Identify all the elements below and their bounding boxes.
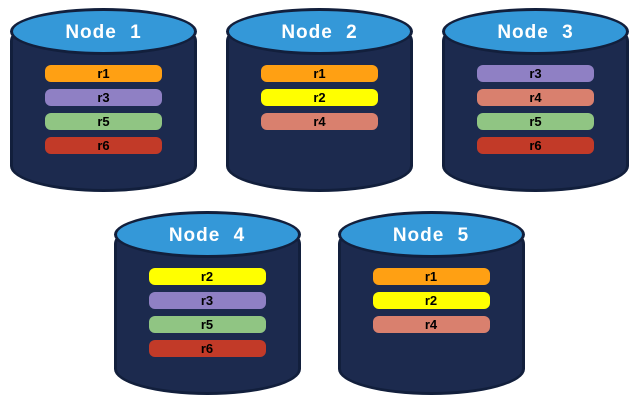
replica-list: r1 r3 r5 r6 (10, 65, 197, 154)
cylinder-body (337, 234, 525, 395)
cylinder-body (226, 31, 413, 192)
replica-list: r1 r2 r4 (226, 65, 413, 130)
replica-bar-r3: r3 (148, 292, 266, 309)
replica-bar-r6: r6 (148, 340, 266, 357)
node-title: Node 1 (65, 21, 142, 43)
cylinder-top-ellipse: Node 1 (10, 8, 197, 55)
node-title: Node 3 (497, 21, 574, 43)
replica-bar-r4: r4 (372, 316, 490, 333)
node-row-top: Node 1 r1 r3 r5 r6 Node 2 r1 r2 r4 Node 3 r3 r4 r5 r6 (0, 0, 638, 192)
replica-bar-r1: r1 (45, 65, 162, 82)
replica-bar-r5: r5 (45, 113, 162, 130)
replica-list: r1 r2 r4 (338, 268, 525, 333)
node-title: Node 2 (281, 21, 358, 43)
replica-bar-r3: r3 (45, 89, 162, 106)
replica-bar-r2: r2 (148, 268, 266, 285)
replica-bar-r5: r5 (148, 316, 266, 333)
node-cylinder-1: Node 1 r1 r3 r5 r6 (10, 8, 197, 192)
node-title: Node 4 (168, 224, 246, 246)
node-cylinder-5: Node 5 r1 r2 r4 (337, 211, 525, 395)
node-cylinder-2: Node 2 r1 r2 r4 (226, 8, 413, 192)
node-title: Node 5 (392, 224, 470, 246)
node-row-bottom: Node 4 r2 r3 r5 r6 Node 5 r1 r2 r4 (0, 211, 638, 395)
cylinder-body (442, 31, 629, 192)
replica-bar-r6: r6 (45, 137, 162, 154)
cylinder-top-ellipse: Node 3 (442, 8, 629, 55)
cylinder-top-ellipse: Node 2 (226, 8, 413, 55)
replica-bar-r2: r2 (372, 292, 490, 309)
replica-list: r3 r4 r5 r6 (442, 65, 629, 154)
replica-bar-r6: r6 (477, 137, 594, 154)
node-cylinder-4: Node 4 r2 r3 r5 r6 (113, 211, 301, 395)
node-cylinder-3: Node 3 r3 r4 r5 r6 (442, 8, 629, 192)
replica-list: r2 r3 r5 r6 (114, 268, 301, 357)
replica-bar-r1: r1 (261, 65, 378, 82)
replica-bar-r5: r5 (477, 113, 594, 130)
replica-bar-r4: r4 (261, 113, 378, 130)
replica-bar-r3: r3 (477, 65, 594, 82)
cylinder-top-ellipse: Node 5 (337, 211, 525, 258)
replica-bar-r4: r4 (477, 89, 594, 106)
cylinder-body (113, 234, 301, 395)
replica-bar-r2: r2 (261, 89, 378, 106)
cylinder-top-ellipse: Node 4 (113, 211, 301, 258)
replica-bar-r1: r1 (372, 268, 490, 285)
